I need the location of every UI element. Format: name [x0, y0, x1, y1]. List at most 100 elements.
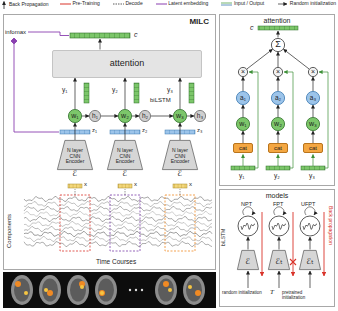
- attention-box: attention: [52, 50, 202, 78]
- encoder-output-arrow: [248, 237, 249, 250]
- latent-embedding-line: [11, 32, 69, 132]
- panel-title: attention: [264, 15, 291, 25]
- legend-text: Random initialization: [290, 1, 336, 7]
- brain-slice: [44, 288, 48, 292]
- latent-embedding-line: [28, 32, 69, 36]
- attention-output-arrow: [100, 39, 101, 50]
- node-label: h₁: [92, 112, 98, 119]
- lstm-cell-icon: [274, 207, 284, 215]
- latent-vector: [60, 130, 195, 134]
- node-label: ×: [311, 68, 315, 76]
- vector-label: c: [250, 24, 254, 32]
- input-window-vector: [68, 184, 82, 188]
- time-course: [24, 236, 212, 242]
- initialization-arrow: [248, 271, 310, 288]
- legend-sample: [156, 1, 167, 7]
- connector: [82, 116, 89, 117]
- initialization-arrow: [248, 271, 249, 288]
- panel: MILCattentionN layer CNN EncoderℰN layer…: [3, 14, 216, 270]
- circle-outline: [273, 67, 282, 76]
- input-line: [313, 155, 314, 167]
- brain-slice: [168, 288, 172, 292]
- trapezoid-outline: [237, 250, 258, 269]
- window-box: [60, 195, 195, 251]
- node-label: w₁: [71, 112, 78, 120]
- connector: [101, 116, 118, 117]
- node-label: a₃: [310, 94, 316, 101]
- connector: [278, 77, 279, 91]
- brain-slice: [100, 291, 104, 295]
- vector-label: y₂: [274, 172, 280, 179]
- brain-slice: [155, 275, 177, 305]
- brain-slice: [99, 290, 105, 296]
- trapezoid-outline: [162, 140, 197, 169]
- context-vector: [258, 26, 298, 30]
- input-line: [243, 155, 244, 167]
- legend: Pre-TrainingDecodeLatent embeddingInput …: [60, 1, 336, 7]
- node-label: cat: [239, 145, 247, 152]
- time-course: [24, 221, 212, 227]
- lstm-cell: w₃: [306, 117, 320, 131]
- lstm-cell-icon: [241, 223, 255, 229]
- node-label: w₂: [121, 112, 129, 120]
- brain-slice: [183, 275, 205, 305]
- brain-slice: [188, 285, 192, 289]
- circle-outline: [271, 38, 284, 51]
- input-window-vector: [173, 184, 187, 188]
- lstm-output-vector: [189, 83, 194, 103]
- node-label: N layer CNN Encoder: [113, 148, 137, 165]
- brain-slice: [24, 291, 28, 295]
- node-label: ×: [276, 68, 280, 76]
- vector-label: y₂: [112, 86, 118, 93]
- lstm-cell-icon: [238, 216, 258, 236]
- connector: [278, 131, 279, 143]
- connector: [75, 123, 76, 140]
- connector: [284, 49, 309, 69]
- encoder-output-arrow: [310, 237, 311, 250]
- initialization-arrow: [279, 271, 280, 288]
- node-label: w₂: [274, 120, 282, 128]
- context-vector: [258, 26, 298, 30]
- back-propagation-arrow: [4, 2, 5, 10]
- lstm-cell: w₃: [173, 109, 187, 123]
- ellipsis-dot: [141, 289, 143, 291]
- context-vector: [70, 33, 130, 38]
- brain-slice: [158, 279, 174, 302]
- legend-sample: [113, 1, 124, 7]
- connector: [313, 77, 314, 91]
- lstm-cell-icon: [305, 207, 315, 215]
- time-courses: [24, 196, 212, 247]
- circle-outline: [306, 91, 319, 104]
- hidden-state: h₁: [89, 110, 101, 122]
- node-label: ×: [241, 68, 245, 76]
- time-course: [24, 226, 212, 232]
- legend-text: Latent embedding: [168, 1, 208, 7]
- blocked-mark: [290, 259, 296, 265]
- connector: [151, 116, 173, 117]
- connector: [125, 123, 126, 140]
- connector: [180, 78, 181, 109]
- connector: [125, 78, 126, 109]
- lstm-cell-icon: [238, 207, 258, 236]
- brain-slice: [11, 275, 33, 305]
- multiply-node: ×: [238, 67, 248, 77]
- vector-label: c: [134, 31, 138, 39]
- window-box: [60, 195, 90, 251]
- input-line: [284, 72, 293, 168]
- legend-item: Decode: [113, 1, 143, 7]
- connector: [278, 52, 279, 67]
- input-line: [249, 72, 258, 168]
- circle-outline: [308, 67, 317, 76]
- vector-label: x: [134, 181, 137, 188]
- encoder: N layer CNN Encoderℰ: [107, 140, 143, 180]
- decode-line: [75, 189, 180, 195]
- lstm-cell-icon: [300, 216, 320, 236]
- circle-outline: [118, 109, 131, 122]
- vector-label: x: [84, 181, 87, 188]
- lstm-output-vector: [231, 166, 325, 170]
- node-label: w₃: [309, 120, 317, 128]
- brain-slice: [186, 279, 202, 302]
- time-course: [24, 231, 212, 237]
- node-label: N layer CNN Encoder: [168, 148, 192, 165]
- trapezoid-outline: [299, 250, 320, 269]
